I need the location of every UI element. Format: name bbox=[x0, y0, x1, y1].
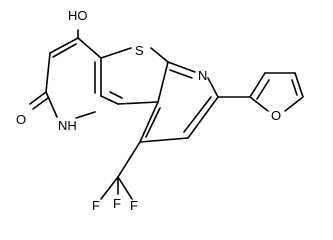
hydroxyl-label: HO bbox=[68, 8, 88, 23]
sulfur-label: S bbox=[135, 43, 144, 58]
bond-c2-c1-double bbox=[183, 96, 212, 133]
bond-furan-o-c1 bbox=[249, 96, 269, 112]
furan-oxygen-label: O bbox=[271, 108, 281, 123]
pyridine-nitrogen-label: N bbox=[198, 68, 207, 83]
bond-c4-c3 bbox=[157, 61, 169, 103]
bond-c11-c3-double bbox=[145, 107, 161, 138]
bond-c11-c3 bbox=[139, 101, 159, 143]
carbonyl-oxygen-label: O bbox=[16, 112, 26, 127]
fluorine-left-label: F bbox=[92, 198, 100, 213]
bond-c6-s bbox=[100, 47, 132, 59]
bond-furan-c3-c4-double bbox=[291, 79, 298, 96]
bond-c8-c9 bbox=[45, 52, 51, 93]
nh-label: NH bbox=[58, 118, 77, 133]
bond-c3-c10 bbox=[117, 101, 159, 105]
bond-cf3-f-right bbox=[117, 176, 133, 200]
bond-furan-c1-c2 bbox=[249, 72, 266, 98]
bond-layer bbox=[29, 29, 304, 200]
bond-c9-o-double bbox=[32, 97, 49, 110]
bond-nh-c10 bbox=[75, 111, 96, 119]
bond-c7-c8 bbox=[49, 37, 79, 54]
bond-c4-n-double bbox=[169, 69, 193, 79]
bond-c7-c6 bbox=[77, 37, 102, 59]
bond-c9-nh bbox=[45, 91, 58, 118]
bond-furan-c1-c2-double bbox=[256, 79, 270, 100]
molecule-structure: HO O NH S N O F F F bbox=[16, 8, 304, 213]
bond-n-c2 bbox=[207, 77, 219, 98]
fluorine-right-label: F bbox=[130, 198, 138, 213]
atom-label-layer: HO O NH S N O F F F bbox=[16, 8, 281, 213]
bond-furan-c3-c4 bbox=[294, 72, 304, 98]
bond-c10-c6-link bbox=[100, 95, 119, 105]
bond-c7-c8-double bbox=[52, 43, 77, 58]
bond-c10-c6-link-double bbox=[109, 91, 123, 99]
bond-furan-c4-o bbox=[284, 96, 304, 112]
fluorine-top-label: F bbox=[113, 196, 121, 211]
bond-c1-c11 bbox=[139, 137, 189, 143]
bond-c9-o bbox=[29, 91, 47, 105]
bond-cf3-f-left bbox=[100, 176, 119, 200]
bond-c11-cf3 bbox=[117, 141, 141, 178]
bond-c2-c1 bbox=[187, 96, 219, 139]
bond-s-c4 bbox=[150, 47, 169, 63]
bond-c4-n bbox=[167, 61, 196, 73]
